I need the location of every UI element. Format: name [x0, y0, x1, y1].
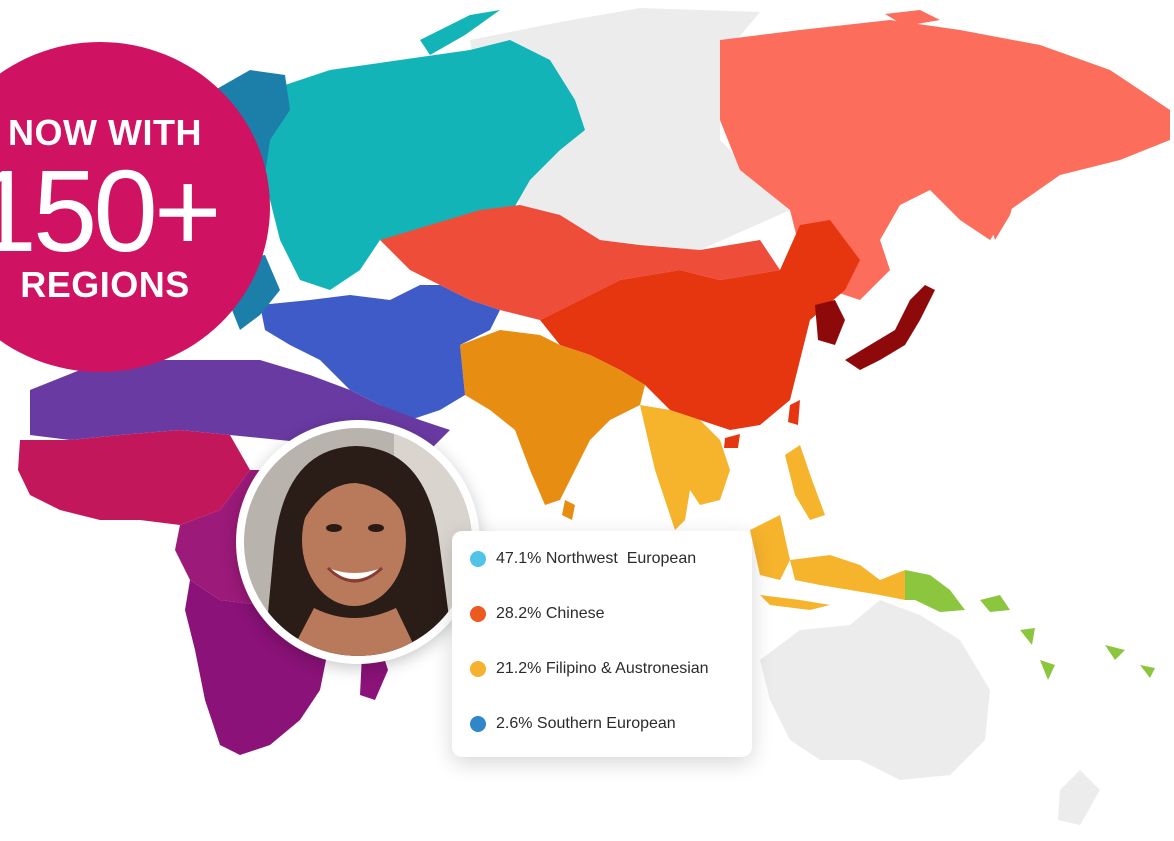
badge-line-regions: REGIONS [20, 264, 190, 305]
map-region-russia-west [260, 40, 585, 290]
map-region-unassigned-australia [760, 600, 990, 780]
legend-label: 2.6% Southern European [496, 715, 676, 732]
legend-item: 28.2% Chinese [470, 604, 752, 659]
map-region-indonesia [750, 515, 905, 610]
map-region-se-asia [640, 405, 730, 530]
ancestry-legend: 47.1% Northwest European 28.2% Chinese 2… [452, 531, 752, 757]
regions-badge: NOW WITH 150+ REGIONS [0, 42, 270, 372]
map-region-china [540, 220, 860, 430]
legend-label: 21.2% Filipino & Austronesian [496, 660, 709, 677]
legend-label: 28.2% Chinese [496, 605, 605, 622]
map-region-philippines [785, 445, 825, 520]
map-region-hainan [724, 434, 740, 448]
badge-line-now-with: NOW WITH [8, 112, 202, 153]
map-region-kamchatka [985, 175, 1020, 240]
legend-item: 47.1% Northwest European [470, 549, 752, 604]
legend-dot [470, 716, 486, 732]
map-region-sri-lanka [562, 500, 575, 520]
legend-label: 47.1% Northwest European [496, 550, 697, 567]
map-region-papua [905, 570, 965, 612]
map-region-novaya-zemlya [420, 10, 500, 55]
legend-dot [470, 661, 486, 677]
map-region-scandinavia [215, 70, 290, 175]
map-region-korea [815, 300, 845, 345]
map-region-taiwan [788, 400, 800, 425]
map-region-middle-east [260, 285, 500, 420]
legend-item: 21.2% Filipino & Austronesian [470, 659, 752, 714]
portrait-image [244, 428, 472, 656]
map-region-arctic-islands [885, 10, 955, 42]
map-region-unassigned-nz [1058, 770, 1100, 825]
map-region-india [460, 330, 645, 505]
map-region-west-africa [18, 430, 250, 525]
avatar [236, 420, 480, 664]
badge-number: 150+ [0, 146, 222, 276]
map-region-central-asia [380, 205, 780, 320]
map-region-pacific-islands [980, 595, 1155, 680]
legend-item: 2.6% Southern European [470, 714, 752, 769]
map-region-japan [845, 285, 935, 370]
legend-dot [470, 551, 486, 567]
legend-dot [470, 606, 486, 622]
